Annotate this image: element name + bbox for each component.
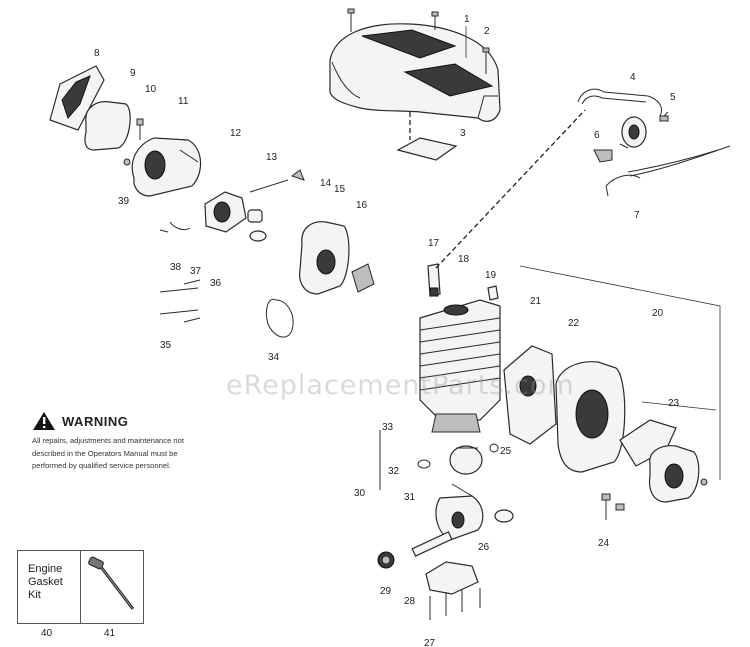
callout-37: 37 bbox=[190, 266, 202, 277]
ignition-module-assembly bbox=[577, 88, 731, 197]
watermark: eReplacementParts.com bbox=[226, 370, 575, 401]
warning-line-2: described in the Operators Manual must b… bbox=[32, 448, 178, 458]
warning-line-3: performed by qualified service personnel… bbox=[32, 461, 171, 470]
callout-18: 18 bbox=[458, 254, 470, 265]
callout-30: 30 bbox=[354, 488, 366, 499]
callout-27: 27 bbox=[424, 638, 436, 647]
callout-19: 19 bbox=[485, 270, 497, 281]
crankshaft-assembly bbox=[377, 483, 514, 620]
kit-number-41: 41 bbox=[104, 628, 116, 639]
callout-38: 38 bbox=[170, 262, 182, 273]
callout-1: 1 bbox=[464, 14, 470, 25]
cylinder-fins bbox=[419, 299, 501, 421]
warning-triangle-icon bbox=[33, 412, 55, 430]
callout-33: 33 bbox=[382, 422, 394, 433]
callout-13: 13 bbox=[266, 152, 278, 163]
callout-34: 34 bbox=[268, 352, 280, 363]
callout-11: 11 bbox=[178, 96, 189, 107]
callout-22: 22 bbox=[568, 318, 580, 329]
callout-21: 21 bbox=[530, 296, 542, 307]
callout-8: 8 bbox=[94, 48, 100, 59]
kit-number-40: 40 bbox=[41, 628, 53, 639]
callout-26: 26 bbox=[478, 542, 490, 553]
callout-23: 23 bbox=[668, 398, 680, 409]
callout-15: 15 bbox=[334, 184, 346, 195]
engine-gasket-kit-box: Engine Gasket Kit bbox=[17, 550, 81, 624]
callout-10: 10 bbox=[145, 84, 157, 95]
callout-36: 36 bbox=[210, 278, 222, 289]
callouts: 1 2 3 4 5 6 7 8 9 10 11 12 13 14 15 16 1… bbox=[94, 14, 680, 647]
cylinder-assembly bbox=[379, 263, 501, 490]
scrench-tool-icon bbox=[88, 556, 135, 610]
callout-2: 2 bbox=[484, 26, 490, 37]
callout-9: 9 bbox=[130, 68, 136, 79]
callout-32: 32 bbox=[388, 466, 400, 477]
carburetor-assembly bbox=[49, 65, 375, 338]
callout-28: 28 bbox=[404, 596, 416, 607]
callout-4: 4 bbox=[630, 72, 636, 83]
warning-block: WARNING All repairs, adjustments and mai… bbox=[32, 411, 232, 473]
callout-20: 20 bbox=[652, 308, 664, 319]
top-cover-assembly bbox=[329, 8, 501, 161]
warning-line-1: All repairs, adjustments and maintenance… bbox=[32, 436, 184, 445]
scrench-tool-box bbox=[80, 550, 144, 624]
warning-title: WARNING bbox=[62, 413, 129, 429]
callout-3: 3 bbox=[460, 128, 466, 139]
callout-39: 39 bbox=[118, 196, 130, 207]
callout-17: 17 bbox=[428, 238, 440, 249]
callout-35: 35 bbox=[160, 340, 172, 351]
ignition-lead bbox=[435, 109, 586, 269]
callout-5: 5 bbox=[670, 92, 676, 103]
callout-24: 24 bbox=[598, 538, 610, 549]
callout-16: 16 bbox=[356, 200, 368, 211]
engine-gasket-kit-label: Engine Gasket Kit bbox=[28, 563, 63, 601]
muffler-assembly bbox=[503, 265, 721, 520]
callout-7: 7 bbox=[634, 210, 640, 221]
callout-12: 12 bbox=[230, 128, 242, 139]
callout-14: 14 bbox=[320, 178, 332, 189]
callout-29: 29 bbox=[380, 586, 392, 597]
callout-31: 31 bbox=[404, 492, 416, 503]
callout-6: 6 bbox=[594, 130, 600, 141]
callout-25: 25 bbox=[500, 446, 512, 457]
warning-header: WARNING bbox=[32, 411, 232, 431]
